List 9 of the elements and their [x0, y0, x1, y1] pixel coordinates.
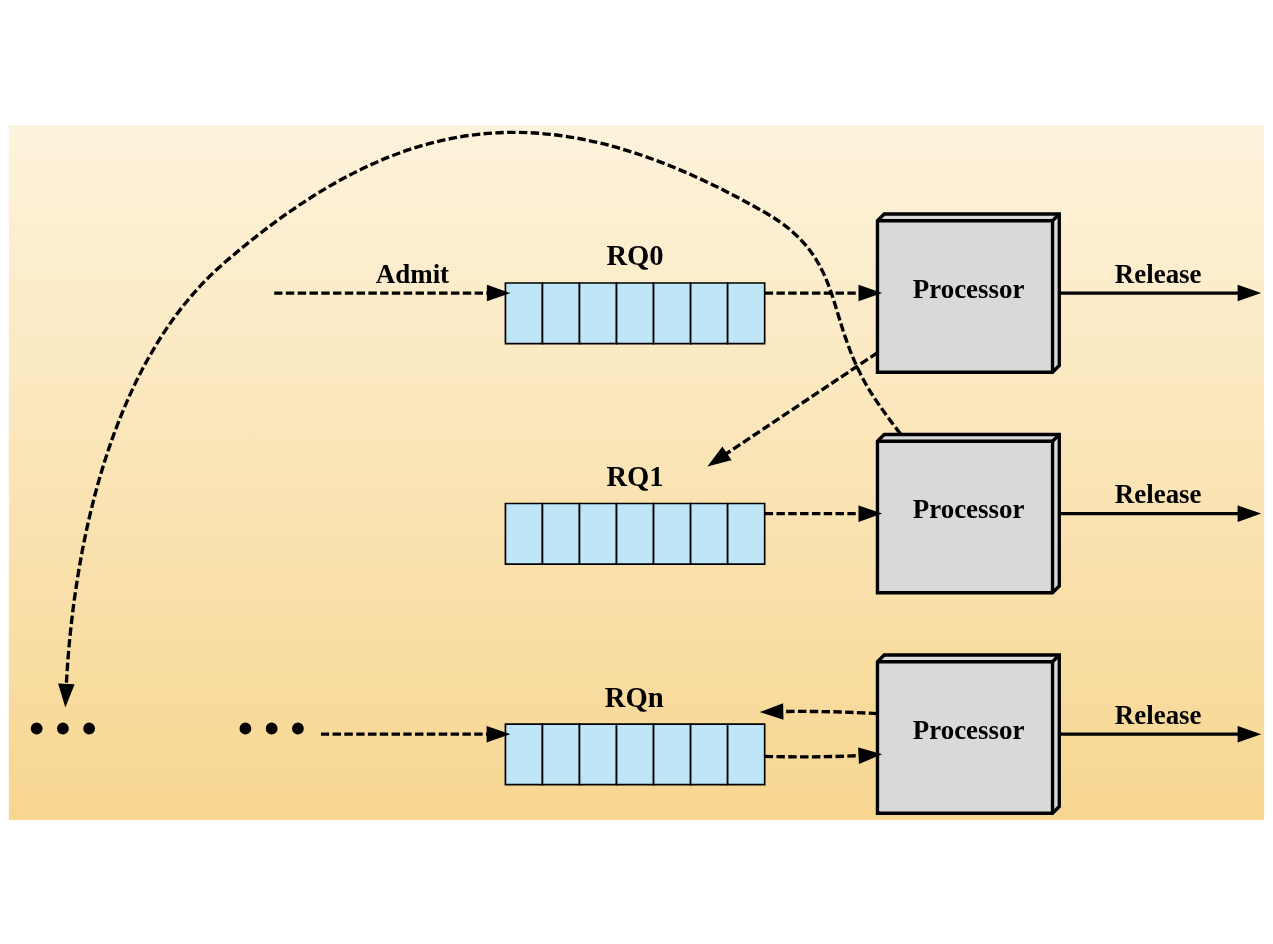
node-label: RQn — [604, 681, 664, 713]
node-text: • • • — [237, 703, 306, 752]
edge-label: Admit — [375, 258, 450, 289]
node-text: • • • — [29, 703, 97, 752]
edge-label: Release — [1114, 478, 1202, 509]
node-label: RQ0 — [606, 239, 664, 271]
edge-label: Release — [1114, 258, 1202, 289]
edge-label: Release — [1114, 699, 1202, 730]
node-label: RQ1 — [606, 460, 664, 492]
